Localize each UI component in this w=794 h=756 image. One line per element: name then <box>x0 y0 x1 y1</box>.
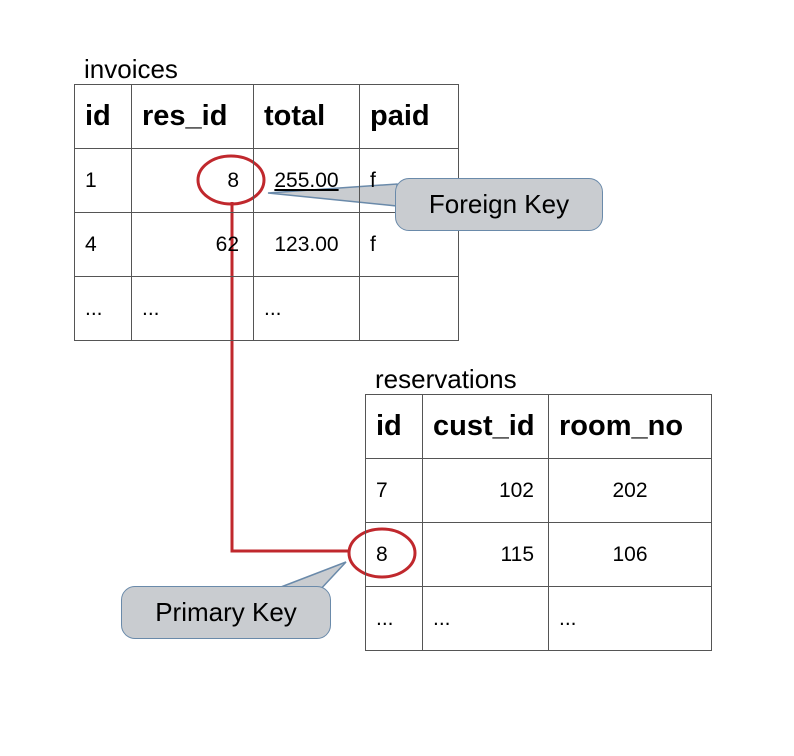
invoices-table: id res_id total paid 1 8 255.00 f 4 62 1… <box>74 84 459 341</box>
table-row: ... ... ... <box>74 276 459 341</box>
reservations-cell-id: 8 <box>365 522 423 587</box>
invoices-header-row: id res_id total paid <box>74 84 459 149</box>
reservations-cell-cust-id: ... <box>422 586 549 651</box>
reservations-cell-room-no: 106 <box>548 522 712 587</box>
invoices-cell-total: 123.00 <box>253 212 360 277</box>
reservations-header-row: id cust_id room_no <box>365 394 712 459</box>
invoices-cell-res-id: 8 <box>131 148 254 213</box>
reservations-table-caption: reservations <box>375 364 517 394</box>
invoices-cell-total: 255.00 <box>253 148 360 213</box>
reservations-cell-cust-id: 102 <box>422 458 549 523</box>
primary-key-callout: Primary Key <box>121 586 331 639</box>
invoices-cell-res-id: ... <box>131 276 254 341</box>
invoices-table-caption: invoices <box>84 54 178 84</box>
reservations-header-cust-id: cust_id <box>422 394 549 459</box>
foreign-key-callout: Foreign Key <box>395 178 603 231</box>
invoices-header-id: id <box>74 84 132 149</box>
reservations-cell-room-no: 202 <box>548 458 712 523</box>
reservations-cell-id: ... <box>365 586 423 651</box>
table-row: ... ... ... <box>365 586 712 651</box>
reservations-cell-id: 7 <box>365 458 423 523</box>
invoices-cell-id: 1 <box>74 148 132 213</box>
reservations-cell-room-no: ... <box>548 586 712 651</box>
reservations-header-id: id <box>365 394 423 459</box>
reservations-header-room-no: room_no <box>548 394 712 459</box>
table-row: 8 115 106 <box>365 522 712 587</box>
invoices-cell-res-id: 62 <box>131 212 254 277</box>
invoices-cell-id: 4 <box>74 212 132 277</box>
invoices-cell-total: ... <box>253 276 360 341</box>
reservations-cell-cust-id: 115 <box>422 522 549 587</box>
table-row: 7 102 202 <box>365 458 712 523</box>
invoices-header-total: total <box>253 84 360 149</box>
invoices-cell-paid <box>359 276 459 341</box>
invoices-header-paid: paid <box>359 84 459 149</box>
invoices-header-res-id: res_id <box>131 84 254 149</box>
invoices-cell-id: ... <box>74 276 132 341</box>
reservations-table: id cust_id room_no 7 102 202 8 115 106 .… <box>365 394 712 651</box>
